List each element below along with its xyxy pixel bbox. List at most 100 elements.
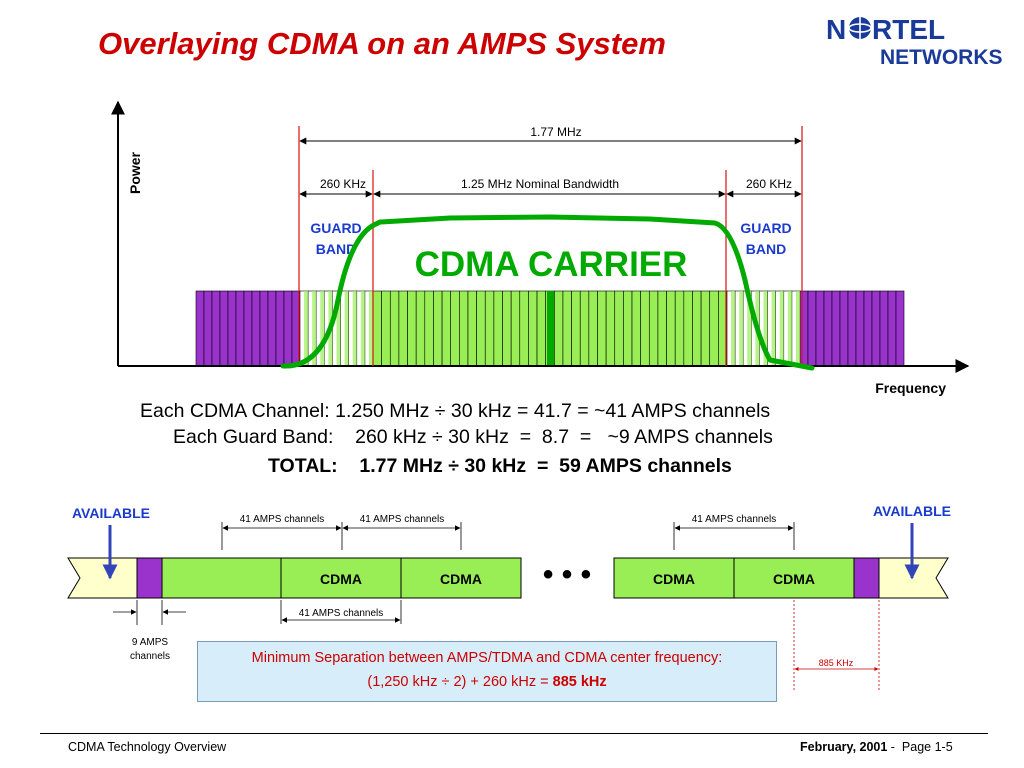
amps-channel-bar <box>588 290 598 367</box>
amps-channel-bar <box>871 290 881 367</box>
amps-channel-bar <box>415 290 426 367</box>
guard-channels-label: channels <box>130 651 170 662</box>
guard-channel-stripe <box>360 291 365 366</box>
amps-channel-bars <box>195 290 905 367</box>
amps-channel-bar <box>847 290 857 367</box>
amps-channel-bar <box>831 290 841 367</box>
amps-channel-bar <box>692 290 702 367</box>
guard-channel-stripe <box>304 291 309 366</box>
guard-channel-stripe <box>320 291 325 366</box>
cdma-block-label: CDMA <box>653 571 695 587</box>
cdma-block-label: CDMA <box>440 571 482 587</box>
cdma-channel-block <box>733 557 855 599</box>
amps-channel-bar <box>519 290 529 367</box>
amps-channel-bar <box>251 290 261 367</box>
guard-channel-stripe <box>779 291 784 366</box>
total-width-label: 1.77 MHz <box>530 125 581 139</box>
amps-channel-bar <box>267 290 277 367</box>
channels-label: 41 AMPS channels <box>360 514 445 525</box>
amps-channel-bar <box>879 290 889 367</box>
amps-channel-bar <box>227 290 237 367</box>
power-axis-label: Power <box>127 151 143 194</box>
guard-channel-stripe <box>771 291 776 366</box>
separation-line-2: (1,250 kHz ÷ 2) + 260 kHz = 885 kHz <box>198 674 776 690</box>
amps-channel-bar <box>571 290 581 367</box>
guard-channel-stripe <box>787 291 792 366</box>
ellipsis: • • • <box>543 558 591 591</box>
amps-channel-bar <box>887 290 897 367</box>
amps-channel-bar <box>493 290 503 367</box>
amps-channel-bar <box>657 290 667 367</box>
amps-channel-bar <box>674 290 685 367</box>
footer-page: - Page 1-5 <box>887 740 953 754</box>
guard-channel-stripe <box>352 291 357 366</box>
amps-channel-bar <box>597 290 607 367</box>
amps-channel-bar <box>433 290 443 367</box>
page-title: Overlaying CDMA on an AMPS System <box>98 26 666 61</box>
channels-label: 41 AMPS channels <box>299 608 384 619</box>
cdma-channel-block <box>280 557 402 599</box>
cdma-channel-block <box>400 557 522 599</box>
amps-channel-bar <box>855 290 865 367</box>
amps-channel-bar <box>709 290 719 367</box>
amps-channel-bar <box>476 290 486 367</box>
amps-channel-bar <box>683 290 693 367</box>
amps-channel-bar <box>605 290 616 367</box>
separation-formula: (1,250 kHz ÷ 2) + 260 kHz = <box>367 674 553 690</box>
logo-line2: NETWORKS <box>880 46 1003 69</box>
equation-total: TOTAL: 1.77 MHz ÷ 30 kHz = 59 AMPS chann… <box>268 455 732 477</box>
amps-channel-bar <box>807 290 817 367</box>
available-band-left <box>67 557 138 599</box>
guard-channel-stripe <box>312 291 317 366</box>
amps-channel-bar <box>863 290 873 367</box>
available-label-left: AVAILABLE <box>72 505 150 521</box>
amps-channel-bar <box>211 290 221 367</box>
amps-channel-bar <box>243 290 253 367</box>
guard-band-label-right: BAND <box>746 241 786 257</box>
nortel-networks-logo: N RTEL NETWORKS <box>826 14 1003 69</box>
guard-band-label-right: GUARD <box>740 220 791 236</box>
amps-channel-bar <box>614 290 624 367</box>
separation-line-1: Minimum Separation between AMPS/TDMA and… <box>251 650 723 666</box>
footer-page-info: February, 2001 - Page 1-5 <box>800 740 953 754</box>
amps-channel-bar <box>640 290 650 367</box>
amps-channel-bar <box>839 290 849 367</box>
amps-channel-bar <box>554 290 564 367</box>
footer-title: CDMA Technology Overview <box>68 740 227 754</box>
guard-band-label-left: BAND <box>316 241 356 257</box>
equation-guard-band: Each Guard Band: 260 kHz ÷ 30 kHz = 8.7 … <box>173 426 773 448</box>
guard-channels-label: 9 AMPS <box>132 637 168 648</box>
footer-date: February, 2001 <box>800 740 888 754</box>
amps-channel-bar <box>631 290 641 367</box>
amps-channel-bar <box>441 290 452 367</box>
amps-channel-bar <box>372 290 382 367</box>
amps-channel-bar <box>275 290 285 367</box>
amps-channel-bar <box>623 290 633 367</box>
channels-label: 41 AMPS channels <box>692 514 777 525</box>
amps-channel-bar <box>815 290 825 367</box>
cdma-block-label: CDMA <box>320 571 362 587</box>
amps-channel-bar <box>235 290 245 367</box>
guard-channel-stripe <box>368 291 373 366</box>
amps-channel-bar <box>536 290 546 367</box>
amps-channel-bar <box>502 290 512 367</box>
logo-line1: RTEL <box>872 14 945 45</box>
amps-channel-bar <box>450 290 460 367</box>
guard-width-label-right: 260 KHz <box>746 177 792 191</box>
guard-channel-stripe <box>739 291 744 366</box>
logo-letter-n: N <box>826 14 846 45</box>
amps-channel-bar <box>459 290 469 367</box>
amps-channel-bar <box>666 290 676 367</box>
separation-label: 885 KHz <box>819 658 854 668</box>
amps-channel-bar <box>562 290 572 367</box>
equation-cdma-channel: Each CDMA Channel: 1.250 MHz ÷ 30 kHz = … <box>140 400 771 422</box>
guard-channel-stripe <box>763 291 768 366</box>
separation-info-box: Minimum Separation between AMPS/TDMA and… <box>197 641 777 702</box>
available-label-right: AVAILABLE <box>873 503 951 519</box>
amps-channel-bar <box>579 290 590 367</box>
channels-label: 41 AMPS channels <box>240 514 325 525</box>
guard-channel-stripe <box>336 291 341 366</box>
amps-channel-bar <box>407 290 417 367</box>
amps-channel-bar <box>895 290 905 367</box>
amps-channel-bar <box>484 290 495 367</box>
